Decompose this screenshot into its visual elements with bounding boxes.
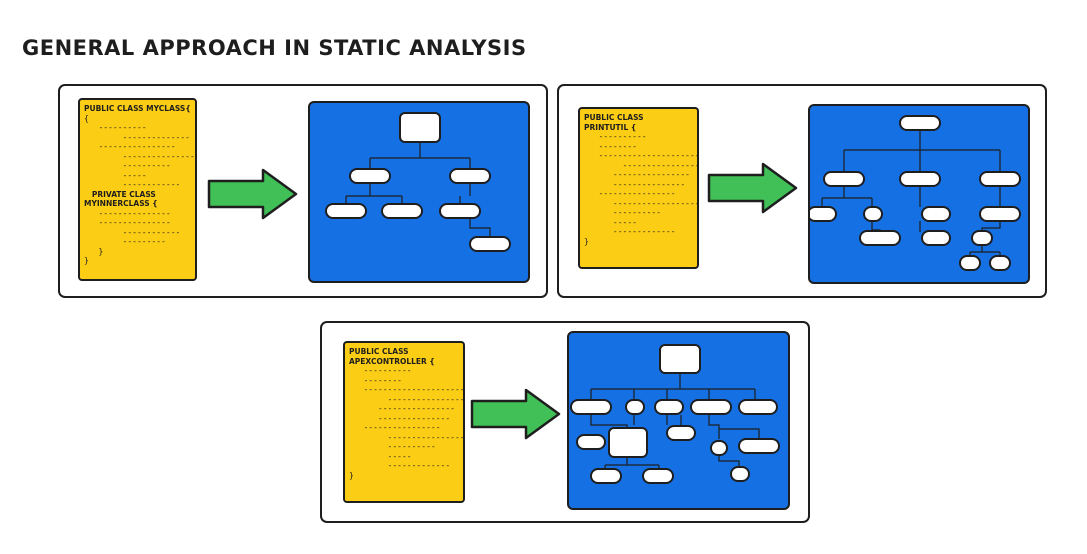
- code-line: ---------------------: [122, 151, 195, 161]
- code-line: ---------------: [584, 179, 686, 189]
- code-line: ----------: [84, 161, 171, 170]
- right-arrow-icon: [207, 168, 298, 220]
- tree-node: [654, 399, 684, 415]
- code-line: PUBLIC CLASS: [584, 113, 644, 122]
- tree-node: [666, 425, 696, 441]
- tree-node: [899, 115, 941, 131]
- tree-node: [710, 440, 728, 456]
- tree-node: [859, 230, 901, 246]
- code-line: ---------------: [349, 413, 451, 423]
- code-line: ----------------: [584, 189, 676, 198]
- tree-node: [469, 236, 511, 252]
- code-line: PRIVATE CLASS: [84, 189, 156, 199]
- code-line: ---------------: [84, 218, 171, 227]
- page-title: GENERAL APPROACH IN STATIC ANALYSIS: [22, 36, 527, 60]
- code-line: -----: [349, 451, 412, 461]
- tree-node: [381, 203, 423, 219]
- code-line: --------------: [84, 132, 190, 142]
- tree-diagram-2: [810, 115, 1021, 271]
- tree-node: [690, 399, 732, 415]
- tree-node: [439, 203, 481, 219]
- code-line: ----------: [584, 132, 647, 141]
- code-line: PUBLIC CLASS: [349, 347, 409, 356]
- code-line: ---------------------: [387, 394, 465, 404]
- code-line: PRINTUTIL {: [584, 122, 637, 132]
- code-line: ----------: [584, 208, 662, 217]
- code-line: -----: [584, 217, 637, 227]
- right-arrow-icon: [707, 162, 798, 214]
- tree-node: [989, 255, 1011, 271]
- right-arrow-icon: [470, 388, 561, 440]
- code-line: ----------------: [584, 170, 690, 179]
- code-line: ----------: [84, 123, 147, 132]
- code-line: ------------: [84, 227, 181, 237]
- code-line: -------------: [349, 461, 451, 470]
- tree-node: [899, 171, 941, 187]
- tree-node: [325, 203, 367, 219]
- code-line: PUBLIC CLASS MYCLASS{: [84, 104, 191, 113]
- tree-node: [863, 206, 883, 222]
- tree-node: [576, 434, 606, 450]
- tree-node: [608, 427, 648, 458]
- tree-node: [642, 468, 674, 484]
- code-line: ---------------------: [387, 432, 465, 442]
- code-line: ---------------------: [622, 160, 697, 170]
- code-line: --------: [584, 141, 637, 151]
- code-line: --------------------------: [363, 385, 465, 394]
- code-line: --------: [349, 375, 402, 385]
- code-line: ----------: [349, 366, 412, 375]
- code-line: ----------------: [349, 423, 441, 432]
- tree-node: [590, 468, 622, 484]
- code-line: -------------: [584, 227, 676, 236]
- syntax-tree-2: [808, 104, 1030, 284]
- code-line: -----: [84, 170, 147, 180]
- code-line: ------------: [84, 180, 181, 189]
- tree-node: [823, 171, 865, 187]
- tree-node: [730, 466, 750, 482]
- tree-node: [959, 255, 981, 271]
- code-line: ----------: [349, 442, 436, 451]
- tree-diagram-1: [325, 112, 511, 252]
- tree-diagram-3: [570, 344, 780, 484]
- tree-node: [971, 230, 993, 246]
- code-line: ---------: [84, 237, 166, 246]
- code-line: --------------------------: [598, 151, 697, 160]
- syntax-tree-1: [308, 101, 530, 283]
- tree-node: [570, 399, 612, 415]
- code-line: ---------------------: [612, 198, 699, 208]
- tree-node: [625, 399, 645, 415]
- tree-node: [659, 344, 701, 374]
- tree-node: [979, 171, 1021, 187]
- tree-node: [921, 230, 951, 246]
- code-line: }: [84, 256, 89, 265]
- tree-node: [349, 168, 391, 184]
- tree-node: [979, 206, 1021, 222]
- code-line: }: [84, 246, 104, 256]
- code-line: {: [84, 113, 89, 123]
- code-line: }: [349, 470, 354, 480]
- code-block-myclass: PUBLIC CLASS MYCLASS{{ ---------- ------…: [78, 98, 197, 281]
- code-line: MYINNERCLASS {: [84, 199, 158, 208]
- syntax-tree-3: [567, 331, 790, 510]
- code-line: APEXCONTROLLER {: [349, 356, 435, 366]
- tree-node: [738, 399, 778, 415]
- tree-node: [810, 206, 837, 222]
- tree-node: [921, 206, 951, 222]
- tree-node: [449, 168, 491, 184]
- code-line: ----------------: [84, 142, 176, 151]
- code-line: ----------------: [349, 404, 455, 413]
- code-line: ---------------: [84, 208, 171, 218]
- tree-node: [399, 112, 441, 143]
- code-line: }: [584, 236, 589, 246]
- tree-node: [738, 438, 780, 454]
